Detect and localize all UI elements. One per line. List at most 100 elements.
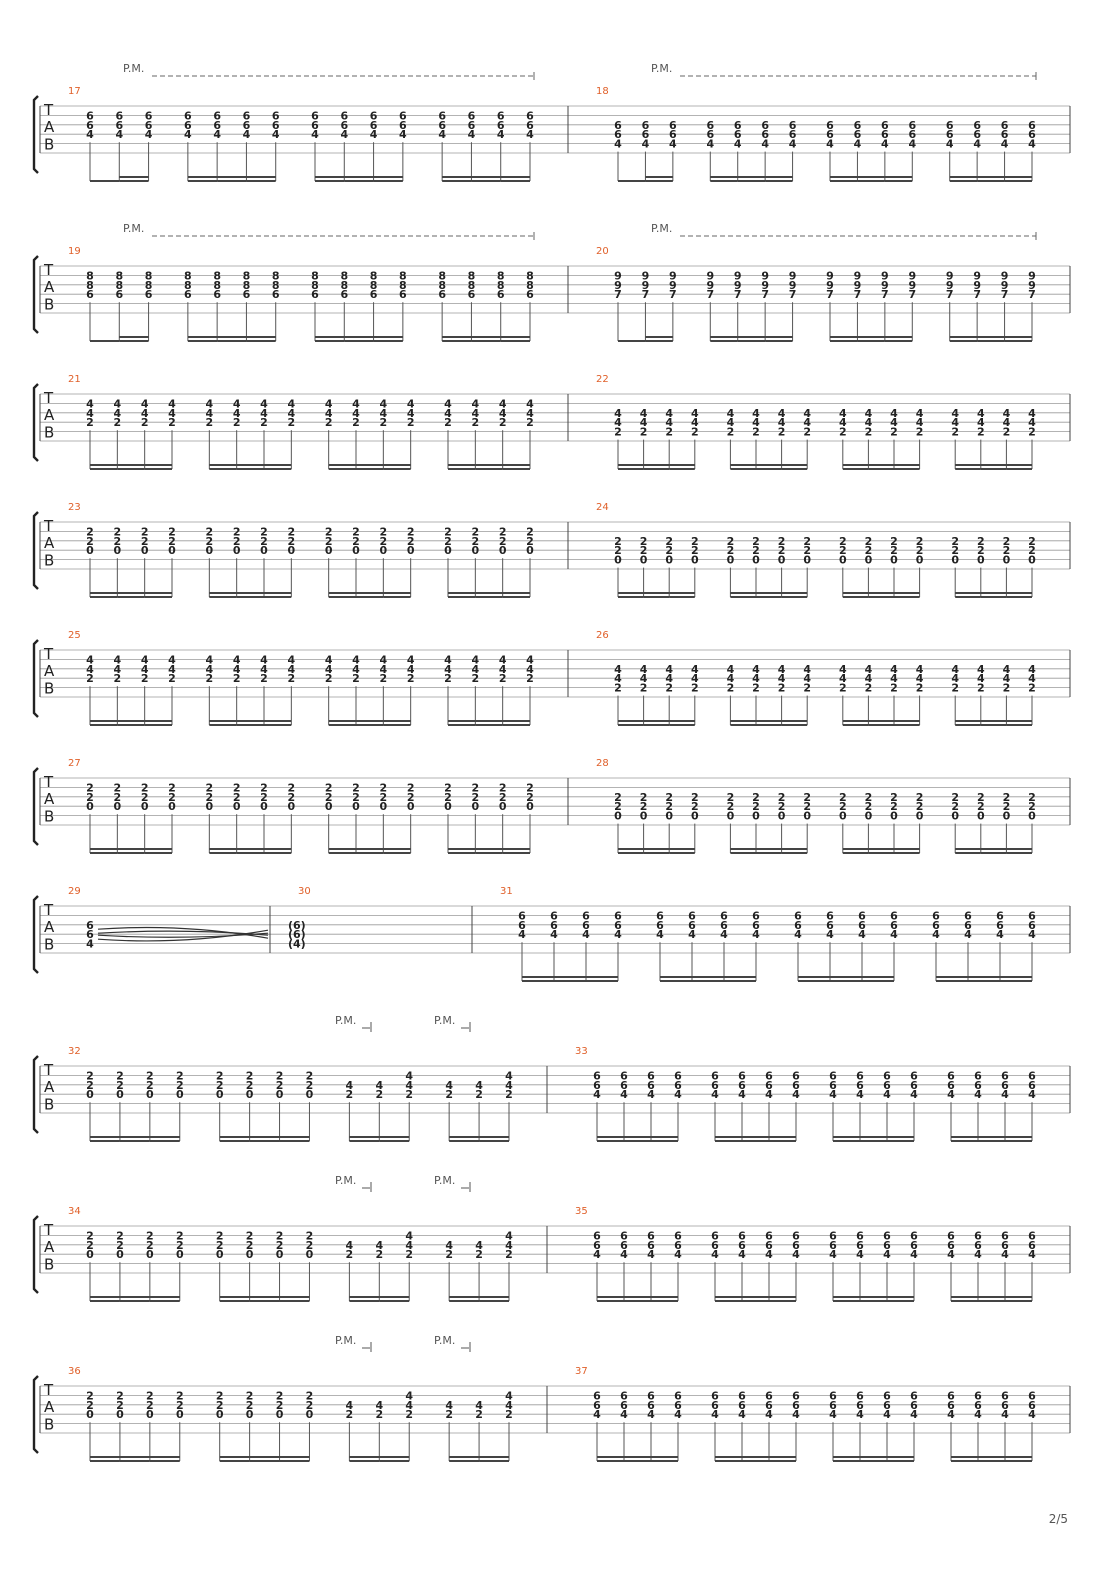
- fret-number: 2: [977, 682, 985, 695]
- fret-number: 4: [380, 653, 388, 666]
- fret-number: 2: [206, 791, 214, 804]
- tab-chord: 997: [614, 269, 622, 341]
- fret-number: 6: [184, 109, 192, 122]
- fret-number: 9: [1028, 279, 1036, 292]
- tab-chord: 442: [407, 397, 415, 469]
- tab-chord: 664: [370, 109, 378, 181]
- fret-number: 4: [883, 1408, 891, 1421]
- fret-number: 2: [216, 1229, 224, 1242]
- tab-chord: 664: [738, 1229, 746, 1301]
- fret-number: 4: [665, 407, 673, 420]
- fret-number: 6: [761, 119, 769, 132]
- tab-chord: 664: [620, 1069, 628, 1141]
- fret-number: 2: [141, 525, 149, 538]
- tab-chord: 442: [1003, 663, 1011, 725]
- fret-number: 4: [260, 397, 268, 410]
- fret-number: 4: [444, 407, 452, 420]
- fret-number: 0: [665, 810, 673, 823]
- fret-number: 4: [141, 407, 149, 420]
- tab-chord: 886: [243, 269, 251, 341]
- fret-number: 6: [213, 288, 221, 301]
- fret-number: 2: [472, 791, 480, 804]
- fret-number: 0: [352, 544, 360, 557]
- fret-number: 6: [620, 1069, 628, 1082]
- tab-system: TAB32P.M.P.M.220220220220220220220220424…: [32, 1014, 1071, 1142]
- fret-number: 4: [996, 928, 1004, 941]
- fret-number: 4: [765, 1088, 773, 1101]
- tab-chord: 442: [839, 407, 847, 469]
- tab-chord: 42: [346, 1399, 354, 1461]
- fret-number: 6: [974, 1229, 982, 1242]
- tab-chord: 442: [114, 653, 122, 725]
- measure: 2144244244244244244244244244244244244244…: [68, 374, 534, 470]
- fret-number: 2: [146, 1069, 154, 1082]
- fret-number: 4: [168, 653, 176, 666]
- fret-number: 6: [497, 288, 505, 301]
- fret-number: 4: [1028, 663, 1036, 676]
- tab-chord: 220: [288, 781, 296, 853]
- fret-number: 6: [794, 909, 802, 922]
- tab-chord: 664: [711, 1229, 719, 1301]
- measure: 19P.M.8868868868868868868868868868868868…: [68, 222, 535, 342]
- fret-number: 0: [116, 1248, 124, 1261]
- tab-chord: 42: [475, 1239, 483, 1301]
- fret-number: 4: [141, 397, 149, 410]
- fret-number: 7: [826, 288, 834, 301]
- fret-number: 2: [114, 781, 122, 794]
- tab-chord: 42: [475, 1079, 483, 1141]
- fret-number: 2: [445, 1088, 453, 1101]
- fret-number: 2: [375, 1248, 383, 1261]
- fret-number: 4: [114, 663, 122, 676]
- fret-number: 2: [352, 781, 360, 794]
- tab-chord: 220: [916, 791, 924, 853]
- fret-number: 8: [340, 279, 348, 292]
- fret-number: 8: [526, 279, 534, 292]
- fret-number: 4: [86, 663, 94, 676]
- tab-chord: 664: [854, 119, 862, 181]
- fret-number: 2: [505, 1248, 513, 1261]
- tab-letter-b: B: [44, 1416, 54, 1434]
- fret-number: 4: [674, 1408, 682, 1421]
- fret-number: 4: [865, 663, 873, 676]
- fret-number: 2: [380, 781, 388, 794]
- fret-number: 4: [86, 407, 94, 420]
- fret-number: 2: [1028, 682, 1036, 695]
- fret-number: 4: [505, 1229, 513, 1242]
- fret-number: 2: [499, 525, 507, 538]
- tab-chord: 886: [468, 269, 476, 341]
- fret-number: 0: [951, 810, 959, 823]
- fret-number: 2: [640, 800, 648, 813]
- fret-number: 2: [288, 781, 296, 794]
- fret-number: 6: [1028, 128, 1036, 141]
- fret-number: 4: [752, 672, 760, 685]
- measure-number: 31: [500, 886, 513, 897]
- fret-number: 2: [146, 1229, 154, 1242]
- fret-number: 8: [311, 279, 319, 292]
- fret-number: 0: [168, 544, 176, 557]
- tab-chord: 664: [792, 1389, 800, 1461]
- fret-number: 2: [444, 535, 452, 548]
- tab-chord: 442: [803, 407, 811, 469]
- tab-chord: 220: [276, 1229, 284, 1301]
- tab-letter-a: A: [44, 662, 55, 680]
- fret-number: 0: [640, 810, 648, 823]
- fret-number: 2: [146, 1239, 154, 1252]
- tab-chord: 42: [375, 1239, 383, 1301]
- tab-chord: 664: [1001, 1229, 1009, 1301]
- fret-number: 2: [276, 1229, 284, 1242]
- fret-number: 4: [691, 672, 699, 685]
- fret-number: 2: [752, 682, 760, 695]
- tab-chord: 886: [272, 269, 280, 341]
- tab-letter-b: B: [44, 1256, 54, 1274]
- tab-chord: 442: [890, 663, 898, 725]
- tab-chord: 664: [974, 1389, 982, 1461]
- fret-number: 4: [908, 138, 916, 151]
- fret-number: 6: [468, 109, 476, 122]
- tab-chord: 442: [288, 397, 296, 469]
- fret-number: 2: [803, 682, 811, 695]
- tab-chord: 220: [890, 535, 898, 597]
- fret-number: 4: [407, 407, 415, 420]
- fret-number: 6: [614, 128, 622, 141]
- fret-number: 7: [1001, 288, 1009, 301]
- tab-chord: 220: [141, 525, 149, 597]
